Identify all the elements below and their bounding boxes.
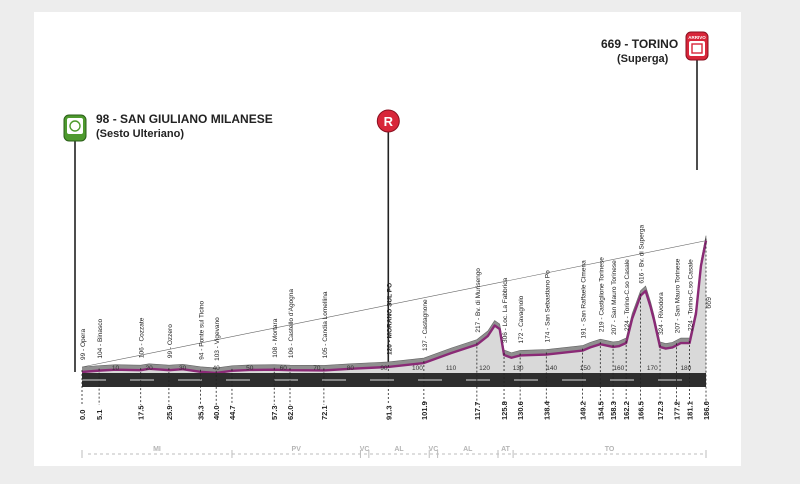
waypoint-km-label: 186.0 — [702, 401, 711, 420]
waypoint-km-label: 125.8 — [500, 401, 509, 420]
start-flag-icon — [69, 120, 81, 132]
province-code: VC — [360, 446, 370, 453]
waypoint-km-label: 130.6 — [516, 401, 525, 420]
finish-badge-inner — [689, 41, 705, 56]
waypoint-label: 137 - Castagnone — [422, 299, 429, 351]
waypoint-km-label: 91.3 — [384, 405, 393, 420]
waypoint-label: 108 - Mortara — [272, 318, 279, 357]
waypoint-label: 106 - Castello d'Agogna — [288, 289, 295, 359]
km-tick-label: 130 — [513, 365, 524, 372]
km-tick-label: 160 — [613, 365, 624, 372]
km-tick-label: 80 — [347, 365, 355, 372]
waypoint-km-label: 117.7 — [473, 402, 482, 420]
waypoint-km-label: 72.1 — [320, 405, 329, 420]
finish-subtitle: (Superga) — [617, 53, 669, 65]
start-altitude-label: 98 - SAN GIULIANO MILANESE — [96, 112, 273, 126]
waypoint-km-label: 158.3 — [609, 401, 618, 420]
waypoint-km-label: 154.5 — [596, 401, 605, 420]
waypoint-label: 120 - MORANO SUL PO — [386, 283, 393, 355]
province-code: AL — [463, 446, 473, 453]
waypoint-km-label: 17.5 — [137, 405, 146, 420]
waypoint-layer: 99 - Opera 0.0 104 - Binasco 5.1 106 - Cozza… — [78, 224, 711, 420]
waypoint-km-label: 138.4 — [542, 400, 551, 420]
km-tick-label: 150 — [580, 365, 591, 372]
km-tick-label: 50 — [246, 365, 254, 372]
waypoint-km-label: 62.0 — [286, 405, 295, 420]
km-tick-label: 180 — [680, 365, 691, 372]
province-code: VC — [429, 446, 439, 453]
distance-axis: 10 20 30 40 50 60 70 80 90 100 110 120 130 140 150 160 1… — [81, 238, 713, 405]
header-layer: 98 - SAN GIULIANO MILANESE (Sesto Ulteri… — [96, 37, 678, 140]
finish-altitude-label: 669 - TORINO — [601, 37, 678, 51]
waypoint-km-label: 162.2 — [622, 401, 631, 420]
km-tick-label: 40 — [213, 365, 221, 372]
feed-zone-letter: R — [384, 114, 394, 129]
badge-layer: R ARRIVO — [63, 31, 709, 372]
waypoint-label: 104 - Binasco — [97, 318, 104, 358]
waypoint-label: 174 - San Sebastiano Po — [544, 270, 551, 343]
km-tick-label: 20 — [145, 365, 153, 372]
waypoint-km-label: 5.1 — [95, 410, 104, 420]
start-subtitle: (Sesto Ulteriano) — [96, 128, 184, 140]
waypoint-label: 207 - San Mauro Torinese — [674, 258, 681, 333]
waypoint-label: 224 - Torino-C.so Casale — [688, 259, 695, 331]
profile-area — [82, 240, 706, 387]
km-tick-label: 170 — [647, 365, 658, 372]
waypoint-label: 99 - Opera — [80, 329, 87, 360]
waypoint-km-label: 181.1 — [686, 401, 695, 420]
km-tick-label: 10 — [112, 365, 120, 372]
waypoint-km-label: 0.0 — [78, 410, 87, 420]
waypoint-km-label: 44.7 — [228, 405, 237, 420]
waypoint-km-label: 57.3 — [270, 405, 279, 420]
waypoint-label: 99 - Ozzero — [167, 324, 174, 358]
waypoint-label: 207 - San Mauro Torinese — [611, 260, 618, 335]
waypoint-km-label: 25.9 — [165, 405, 174, 420]
waypoint-label: 224 - Torino-C.so Casale — [624, 259, 631, 331]
province-code: PV — [292, 446, 302, 453]
feed-zone-badge — [376, 109, 400, 133]
waypoint-label: 306 - Loc. La Fabbrica — [502, 278, 509, 343]
waypoint-km-label: 172.3 — [656, 401, 665, 420]
finish-badge-text: ARRIVO — [688, 35, 706, 40]
province-layer: MI PV VC AL VC AL AT TO — [81, 446, 707, 458]
km-tick-label: 60 — [280, 365, 288, 372]
waypoint-label: 324 - Rivodora — [658, 292, 665, 335]
km-tick-label: 30 — [179, 365, 187, 372]
km-tick-label: 120 — [479, 365, 490, 372]
waypoint-label: 219 - Castiglione Torinese — [598, 257, 605, 332]
waypoint-km-label: 166.5 — [637, 401, 646, 420]
profile-ridge — [81, 235, 707, 369]
waypoint-label: 105 - Candia Lomellina — [322, 291, 329, 358]
waypoint-label: 191 - San Raffaele Cimena — [581, 260, 588, 339]
province-code: TO — [605, 446, 615, 453]
waypoint-label: 103 - Vigevano — [214, 317, 221, 361]
waypoint-km-label: 35.3 — [196, 405, 205, 420]
waypoint-label: 106 - Cozzate — [139, 317, 146, 358]
waypoint-label: 172 - Cavagnolo — [518, 295, 525, 343]
province-code: AT — [501, 446, 511, 453]
km-tick-label: 140 — [546, 365, 557, 372]
km-tick-label: 110 — [446, 365, 457, 372]
province-code: MI — [153, 446, 161, 453]
waypoint-km-label: 101.9 — [420, 401, 429, 420]
km-tick-label: 90 — [380, 365, 388, 372]
province-code: AL — [394, 446, 404, 453]
finish-elevation-label: 669 — [706, 297, 713, 309]
km-tick-label: 70 — [313, 365, 321, 372]
waypoint-km-label: 40.0 — [212, 405, 221, 420]
waypoint-label: 217 - Bv. di Murisengo — [475, 268, 482, 333]
waypoint-label: 616 - Bv. di Superga — [639, 224, 646, 283]
waypoint-km-label: 177.2 — [672, 401, 681, 420]
waypoint-label: 94 - Ponte sul Ticino — [198, 300, 205, 359]
finish-line-icon — [691, 43, 703, 54]
km-tick-label: 100 — [412, 365, 423, 372]
waypoint-km-label: 149.2 — [579, 401, 588, 420]
